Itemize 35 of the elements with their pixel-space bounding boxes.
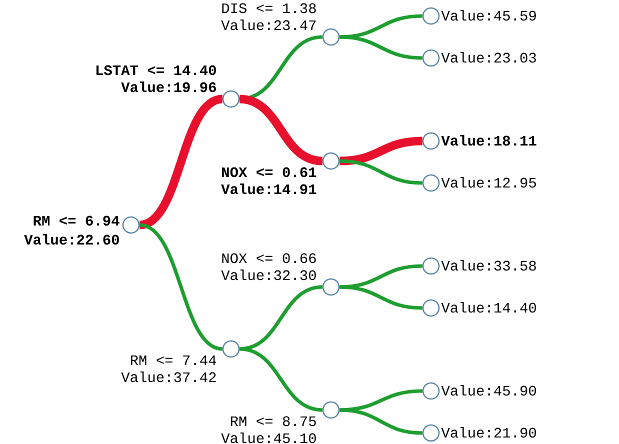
node-value: Value:23.03 (441, 52, 536, 63)
node-value: Value:14.91 (221, 184, 316, 194)
node-value: Value:23.47 (221, 20, 316, 30)
node-value: Value:12.95 (441, 177, 536, 188)
node-value: Value:21.90 (441, 426, 536, 438)
branch-line (340, 264, 422, 289)
node-value: Value:37.42 (121, 371, 216, 382)
branch-line (239, 94, 323, 166)
split-condition: RM <= 7.44 (130, 355, 216, 365)
node-value: Value:45.59 (441, 10, 536, 21)
branch-line (340, 159, 422, 185)
branch-line (239, 285, 323, 351)
split-condition: RM <= 8.75 (230, 416, 316, 426)
node-value: Value:18.11 (441, 135, 536, 146)
branch-line (339, 136, 423, 166)
node-value: Value:19.96 (121, 82, 216, 92)
node-value: Value:45.90 (441, 384, 536, 396)
split-condition: DIS <= 1.38 (222, 3, 316, 14)
branch-line (340, 285, 422, 310)
node-value: Value:14.40 (441, 302, 536, 313)
node-value: Value:33.58 (441, 260, 536, 271)
branch-line (340, 35, 422, 60)
branch-line (340, 389, 422, 412)
node-value: Value:22.60 (24, 234, 119, 245)
split-condition: NOX <= 0.61 (222, 167, 316, 178)
split-condition: LSTAT <= 14.40 (96, 65, 216, 76)
branch-line (138, 94, 224, 230)
branch-line (139, 223, 223, 351)
branch-line (340, 14, 422, 39)
node-value: Value:45.10 (221, 432, 316, 444)
split-condition: RM <= 6.94 (34, 216, 120, 226)
split-condition: NOX <= 0.66 (222, 253, 316, 264)
node-value: Value:32.30 (221, 269, 316, 280)
branch-line (340, 408, 422, 435)
branch-line (239, 347, 323, 412)
